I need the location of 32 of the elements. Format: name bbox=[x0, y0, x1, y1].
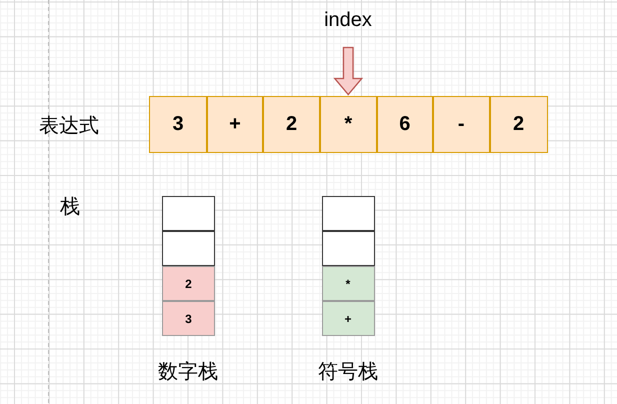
stack-cell bbox=[162, 301, 215, 336]
cell-value: 2 bbox=[286, 114, 298, 134]
cell-value: 2 bbox=[185, 278, 192, 290]
stack-cell bbox=[162, 266, 215, 301]
stack-cell bbox=[322, 301, 374, 336]
expression-cell bbox=[320, 96, 376, 152]
empty-stack-slot bbox=[162, 196, 215, 231]
block-arrow bbox=[333, 46, 364, 96]
empty-stack-slot bbox=[322, 196, 374, 231]
cell-value: + bbox=[344, 312, 352, 324]
stack-caption: 符号栈 bbox=[318, 359, 378, 383]
cell-value: + bbox=[229, 114, 241, 134]
cell-value: 6 bbox=[399, 114, 410, 134]
cell-value: - bbox=[458, 114, 465, 134]
empty-stack-slot bbox=[322, 231, 374, 266]
empty-stack-slot bbox=[162, 231, 215, 266]
stack-caption: 数字栈 bbox=[158, 359, 218, 383]
cell-value: 2 bbox=[512, 114, 524, 134]
expression-cell bbox=[490, 96, 548, 152]
cell-value: * bbox=[344, 114, 352, 134]
cell-value: 3 bbox=[185, 312, 192, 324]
expression-cell bbox=[207, 96, 263, 152]
stack-cell bbox=[322, 266, 374, 301]
row-label: 栈 bbox=[60, 194, 80, 218]
expression-cell bbox=[263, 96, 320, 152]
expression-cell bbox=[149, 96, 207, 152]
expression-cell bbox=[376, 96, 433, 152]
row-label: 表达式 bbox=[39, 113, 99, 137]
cell-value: 3 bbox=[172, 114, 184, 134]
cell-value: * bbox=[346, 278, 350, 290]
pointer-label: index bbox=[324, 8, 372, 32]
expression-cell bbox=[433, 96, 490, 152]
